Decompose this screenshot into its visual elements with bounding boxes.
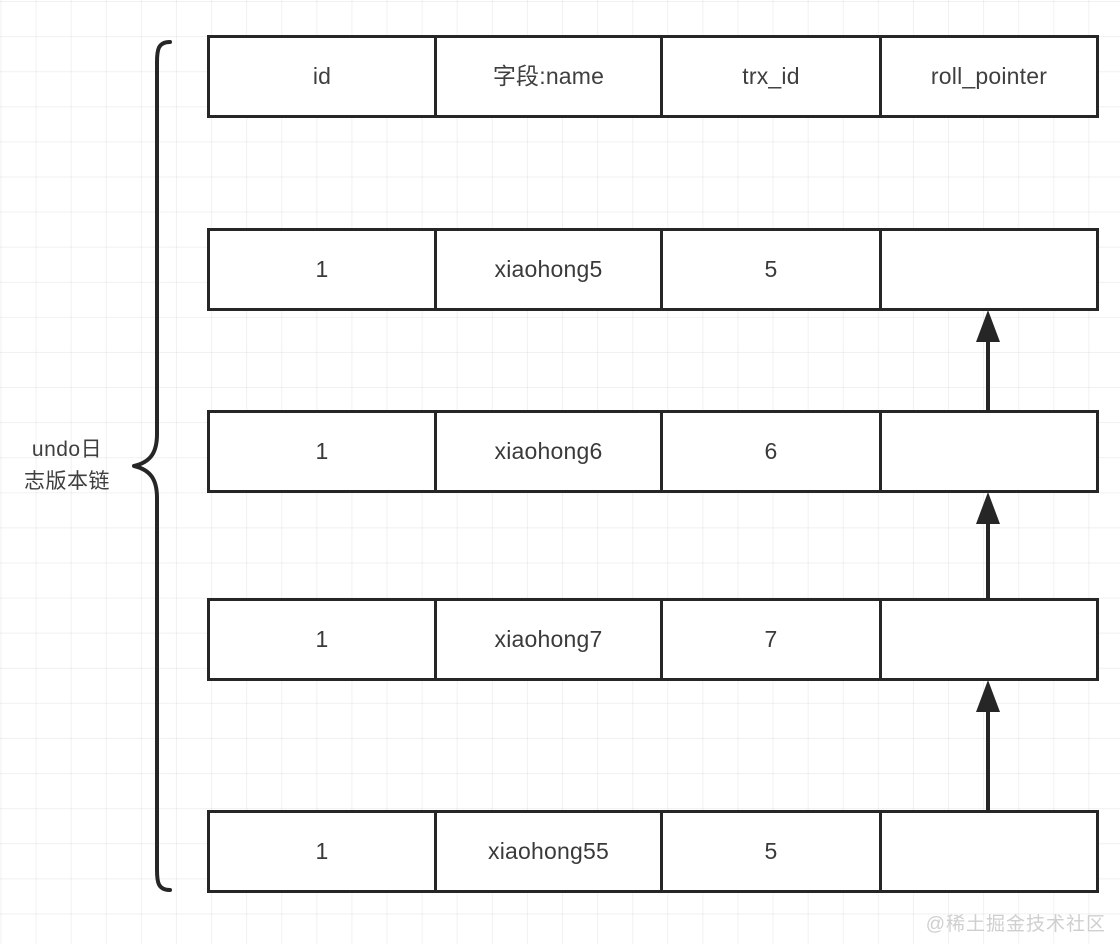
cell-name: xiaohong6 (434, 413, 660, 490)
table-row: 1 xiaohong55 5 (207, 810, 1099, 893)
header-cell-name: 字段:name (434, 38, 660, 115)
cell-trx-id: 6 (660, 413, 879, 490)
undo-chain-label-line-1: undo日 (31, 438, 103, 461)
cell-name: xiaohong5 (434, 231, 660, 308)
roll-pointer-arrow-icon (963, 678, 1013, 814)
table-row: 1 xiaohong6 6 (207, 410, 1099, 493)
cell-roll-pointer (879, 413, 1096, 490)
cell-id: 1 (315, 838, 329, 864)
roll-pointer-arrow-icon (963, 490, 1013, 602)
cell-id: 1 (315, 256, 329, 282)
cell-trx-id: 7 (660, 601, 879, 678)
cell-roll-pointer (879, 601, 1096, 678)
table-row: 1 xiaohong5 5 (207, 228, 1099, 311)
cell-trx-id: 5 (660, 231, 879, 308)
undo-chain-label: undo日 志版本链 (8, 434, 126, 498)
header-cell-trx-id: trx_id (660, 38, 879, 115)
cell-id: 1 (315, 626, 329, 652)
header-cell-id: id (312, 63, 332, 89)
cell-roll-pointer (879, 813, 1096, 890)
table-row: 1 xiaohong7 7 (207, 598, 1099, 681)
undo-chain-label-line-2: 志版本链 (24, 470, 110, 493)
header-cell-roll-pointer: roll_pointer (879, 38, 1096, 115)
cell-name: xiaohong7 (434, 601, 660, 678)
undo-chain-brace (126, 38, 174, 894)
cell-id: 1 (315, 438, 329, 464)
watermark: @稀土掘金技术社区 (925, 914, 1106, 935)
roll-pointer-arrow-icon (963, 308, 1013, 414)
cell-name: xiaohong55 (434, 813, 660, 890)
table-header-row: id 字段:name trx_id roll_pointer (207, 35, 1099, 118)
cell-trx-id: 5 (660, 813, 879, 890)
cell-roll-pointer (879, 231, 1096, 308)
